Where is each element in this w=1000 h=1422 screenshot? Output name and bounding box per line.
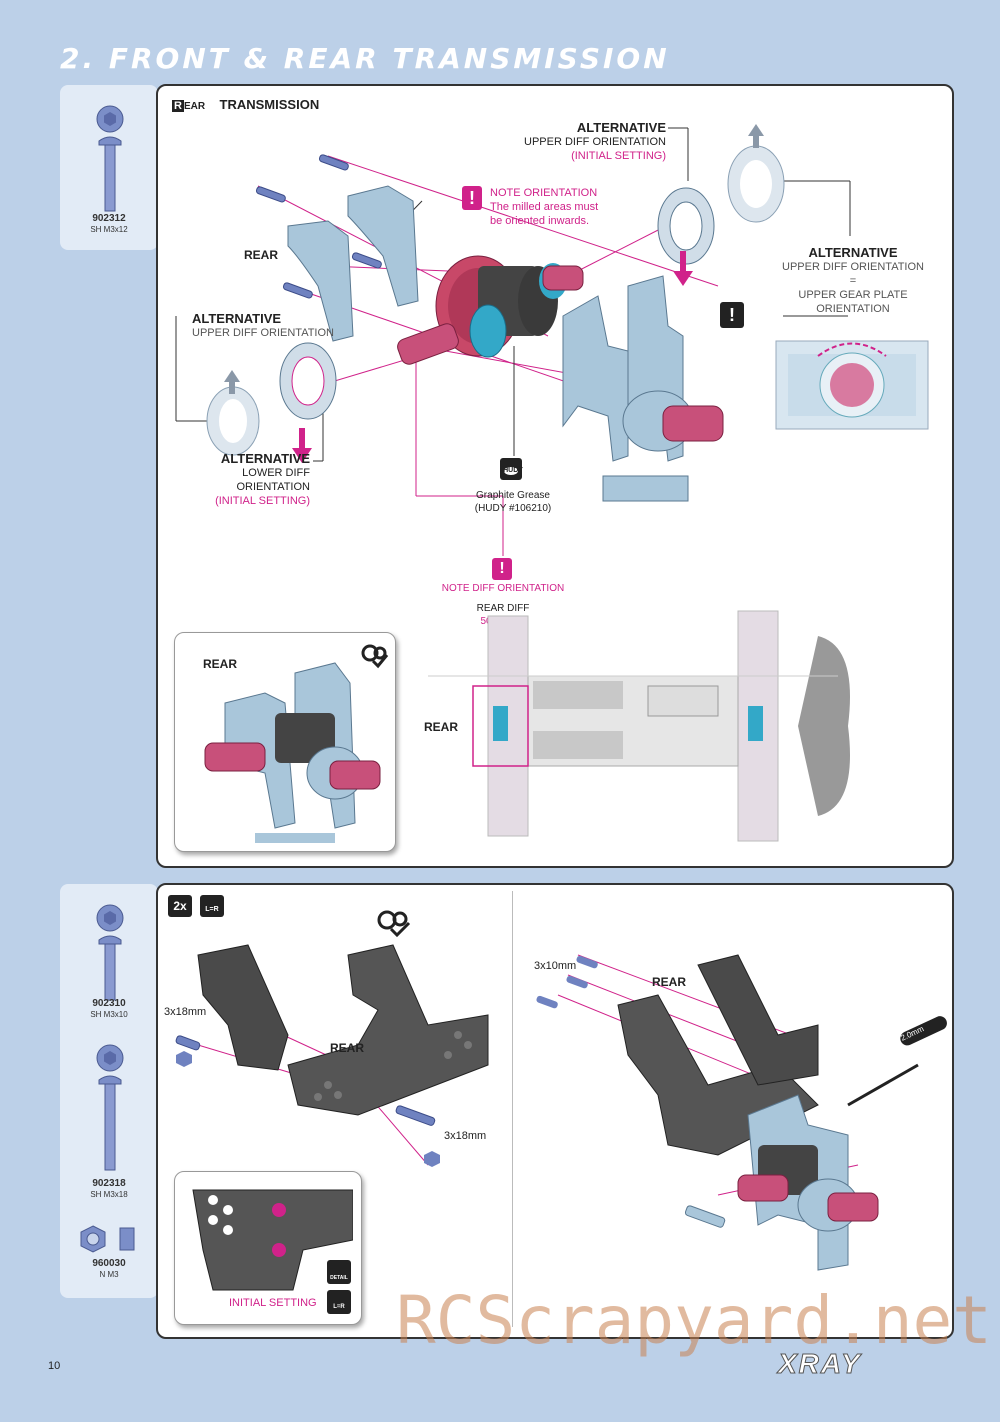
alt-top-line1: UPPER DIFF ORIENTATION: [524, 136, 666, 148]
note-diff-icon: !: [492, 558, 512, 580]
warning-icon: !: [720, 302, 744, 328]
alt-top-callout: ALTERNATIVE UPPER DIFF ORIENTATION (INIT…: [488, 121, 666, 163]
rear-prefix: R: [172, 100, 184, 112]
alt-lower-callout: ALTERNATIVE LOWER DIFF ORIENTATION (INIT…: [172, 452, 310, 508]
chassis-rear-label: REAR: [424, 720, 459, 734]
chassis-overview-diagram: [428, 610, 850, 842]
initial-setting-inset: INITIAL SETTING DETAIL L=R: [174, 1171, 362, 1325]
nut-m3-icon: [80, 1225, 135, 1253]
right-rear-label: REAR: [652, 975, 687, 989]
carbon-plate-detail: [192, 1189, 353, 1291]
part-code: 960030: [92, 1258, 126, 1269]
assembled-bulkhead-diagram: [204, 662, 381, 843]
shock-tower-left-diagram: [175, 944, 489, 1167]
screw-label-top: 3x18mm: [164, 1006, 207, 1018]
section-title: 2. FRONT & REAR TRANSMISSION: [60, 42, 670, 75]
watermark: RCScrapyard.net: [396, 1282, 993, 1359]
grease-line2: (HUDY #106210): [474, 503, 552, 514]
note-orientation-line2: be oriented inwards.: [490, 215, 590, 227]
tool-check-icon: [361, 644, 389, 669]
alt-top-line2: (INITIAL SETTING): [571, 150, 666, 162]
alt-right-callout: ALTERNATIVE UPPER DIFF ORIENTATION = UPP…: [768, 246, 938, 316]
part-label: 902318 SH M3x18: [60, 1178, 158, 1200]
grease-line1: Graphite Grease: [476, 490, 550, 501]
screw-label-bottom: 3x18mm: [444, 1130, 487, 1142]
alt-lower-line1: LOWER DIFF ORIENTATION: [236, 467, 310, 493]
detail-badge: DETAIL: [327, 1260, 351, 1284]
alt-left-title: ALTERNATIVE: [192, 311, 282, 326]
screw-m3x18-icon: [96, 1044, 124, 1171]
shock-tower-right-diagram: [536, 954, 947, 1271]
alt-left-line1: UPPER DIFF ORIENTATION: [192, 327, 334, 339]
page-number: 10: [48, 1360, 61, 1372]
alt-right-line2: UPPER GEAR PLATE ORIENTATION: [798, 289, 908, 315]
screw-label-right: 3x10mm: [534, 960, 577, 972]
badge-2x: 2x: [168, 895, 192, 917]
part-code: 902310: [92, 998, 126, 1009]
parts-sidebar-top: 902312 SH M3x12: [60, 85, 158, 250]
part-desc: SH M3x18: [90, 1190, 128, 1199]
tool-check-icon: [377, 910, 411, 938]
shock-tower-panel: 2x L=R 3x18mm 3x18mm REAR: [156, 883, 954, 1339]
alt-top-title: ALTERNATIVE: [576, 120, 666, 135]
rear-label: REAR: [244, 248, 279, 262]
screw-m3x10-icon: [96, 904, 124, 1001]
note-orientation-text: NOTE ORIENTATION The milled areas must b…: [490, 186, 630, 228]
brand-logo: XRAY: [778, 1348, 862, 1380]
note-orientation-icon: !: [462, 186, 482, 210]
part-label: 960030 N M3: [60, 1258, 158, 1280]
panel-divider: [512, 891, 513, 1327]
heading-text: TRANSMISSION: [219, 97, 320, 112]
part-code: 902318: [92, 1178, 126, 1189]
part-code: 902312: [92, 213, 126, 224]
note-diff-text: NOTE DIFF ORIENTATION: [441, 583, 565, 594]
alt-lower-title: ALTERNATIVE: [220, 451, 310, 466]
note-orientation-line1: The milled areas must: [490, 201, 599, 213]
rear-diff-title: REAR DIFF: [476, 603, 530, 614]
exploded-diagram: [175, 124, 929, 556]
grease-brand: HUDY: [503, 467, 523, 474]
part-label: 902312 SH M3x12: [60, 213, 158, 235]
assembled-inset: REAR: [174, 632, 396, 852]
alt-right-title: ALTERNATIVE: [808, 245, 898, 260]
alt-lower-line2: (INITIAL SETTING): [215, 495, 310, 507]
alt-right-line1: UPPER DIFF ORIENTATION: [782, 261, 924, 273]
note-orientation-title: NOTE ORIENTATION: [490, 187, 598, 199]
inset-rear-label: REAR: [203, 657, 238, 671]
grease-callout: HUDY Graphite Grease (HUDY #106210): [458, 464, 568, 515]
initial-setting-label: INITIAL SETTING: [229, 1297, 317, 1309]
part-desc: N M3: [99, 1270, 119, 1279]
screw-m3x12-icon: [96, 105, 124, 212]
badge-lr: L=R: [200, 895, 224, 917]
alt-left-callout: ALTERNATIVE UPPER DIFF ORIENTATION: [192, 312, 342, 340]
part-desc: SH M3x10: [90, 1010, 128, 1019]
parts-sidebar-bottom: 902310 SH M3x10 902318 SH M3x18 960030 N…: [60, 884, 158, 1298]
alt-right-eq: =: [849, 275, 857, 287]
lr-badge: L=R: [327, 1290, 351, 1314]
part-label: 902310 SH M3x10: [60, 998, 158, 1020]
rear-prefix-rest: EAR: [183, 101, 206, 112]
part-desc: SH M3x12: [90, 225, 128, 234]
left-rear-label: REAR: [330, 1041, 365, 1055]
